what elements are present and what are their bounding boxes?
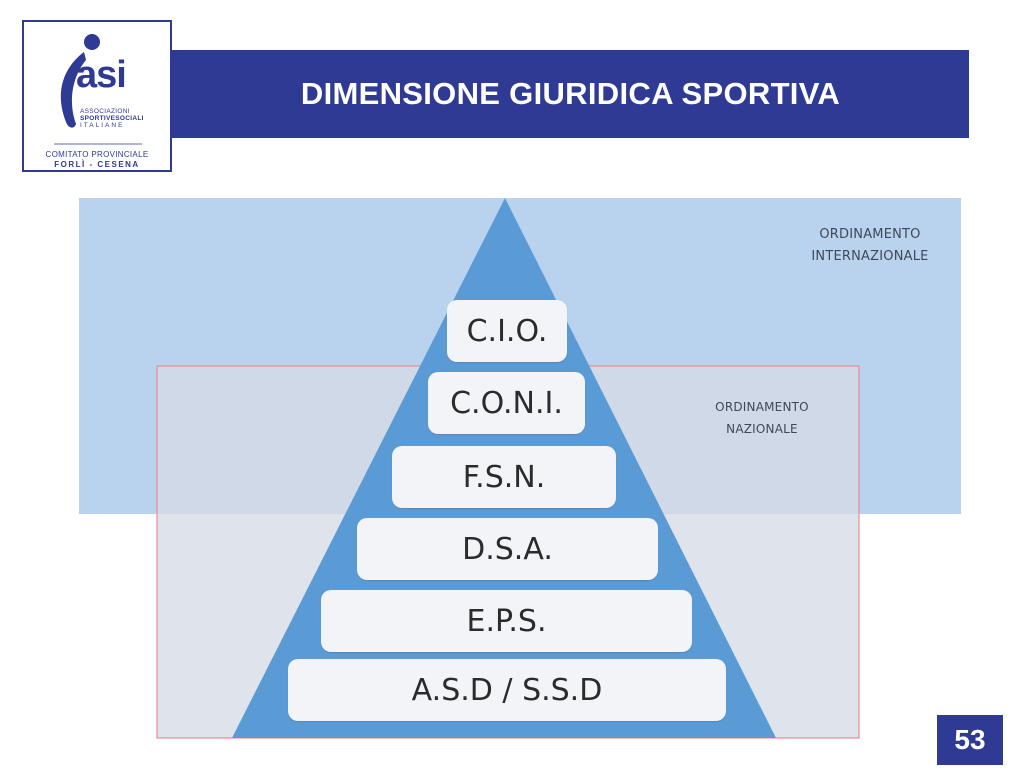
asi-logo: asi ASSOCIAZIONI SPORTIVESOCIALI ITALIAN… — [22, 20, 172, 172]
pyramid-level-asd-ssd: A.S.D / S.S.D — [288, 659, 726, 721]
logo-subtitle-3: ITALIANE — [80, 122, 125, 129]
logo-comitato: COMITATO PROVINCIALE — [45, 150, 149, 159]
logo-city: FORLÌ - CESENA — [54, 160, 140, 169]
pyramid-level-dsa: D.S.A. — [357, 518, 658, 580]
pyramid-level-coni: C.O.N.I. — [428, 372, 585, 434]
logo-wordmark: asi — [76, 54, 127, 96]
logo-subtitle-2: SPORTIVESOCIALI — [80, 115, 144, 122]
page-number: 53 — [937, 715, 1003, 765]
asi-logo-mark — [54, 34, 142, 145]
page-title: DIMENSIONE GIURIDICA SPORTIVA — [300, 76, 841, 111]
logo-subtitle-1: ASSOCIAZIONI — [80, 108, 130, 115]
pyramid-level-eps: E.P.S. — [321, 590, 692, 652]
pyramid-level-fsn: F.S.N. — [392, 446, 616, 508]
label-ordinamento-internazionale: ORDINAMENTO INTERNAZIONALE — [811, 227, 929, 264]
title-bar: DIMENSIONE GIURIDICA SPORTIVA — [172, 50, 969, 138]
label-ordinamento-nazionale: ORDINAMENTO NAZIONALE — [715, 400, 809, 436]
pyramid-level-cio: C.I.O. — [447, 300, 567, 362]
